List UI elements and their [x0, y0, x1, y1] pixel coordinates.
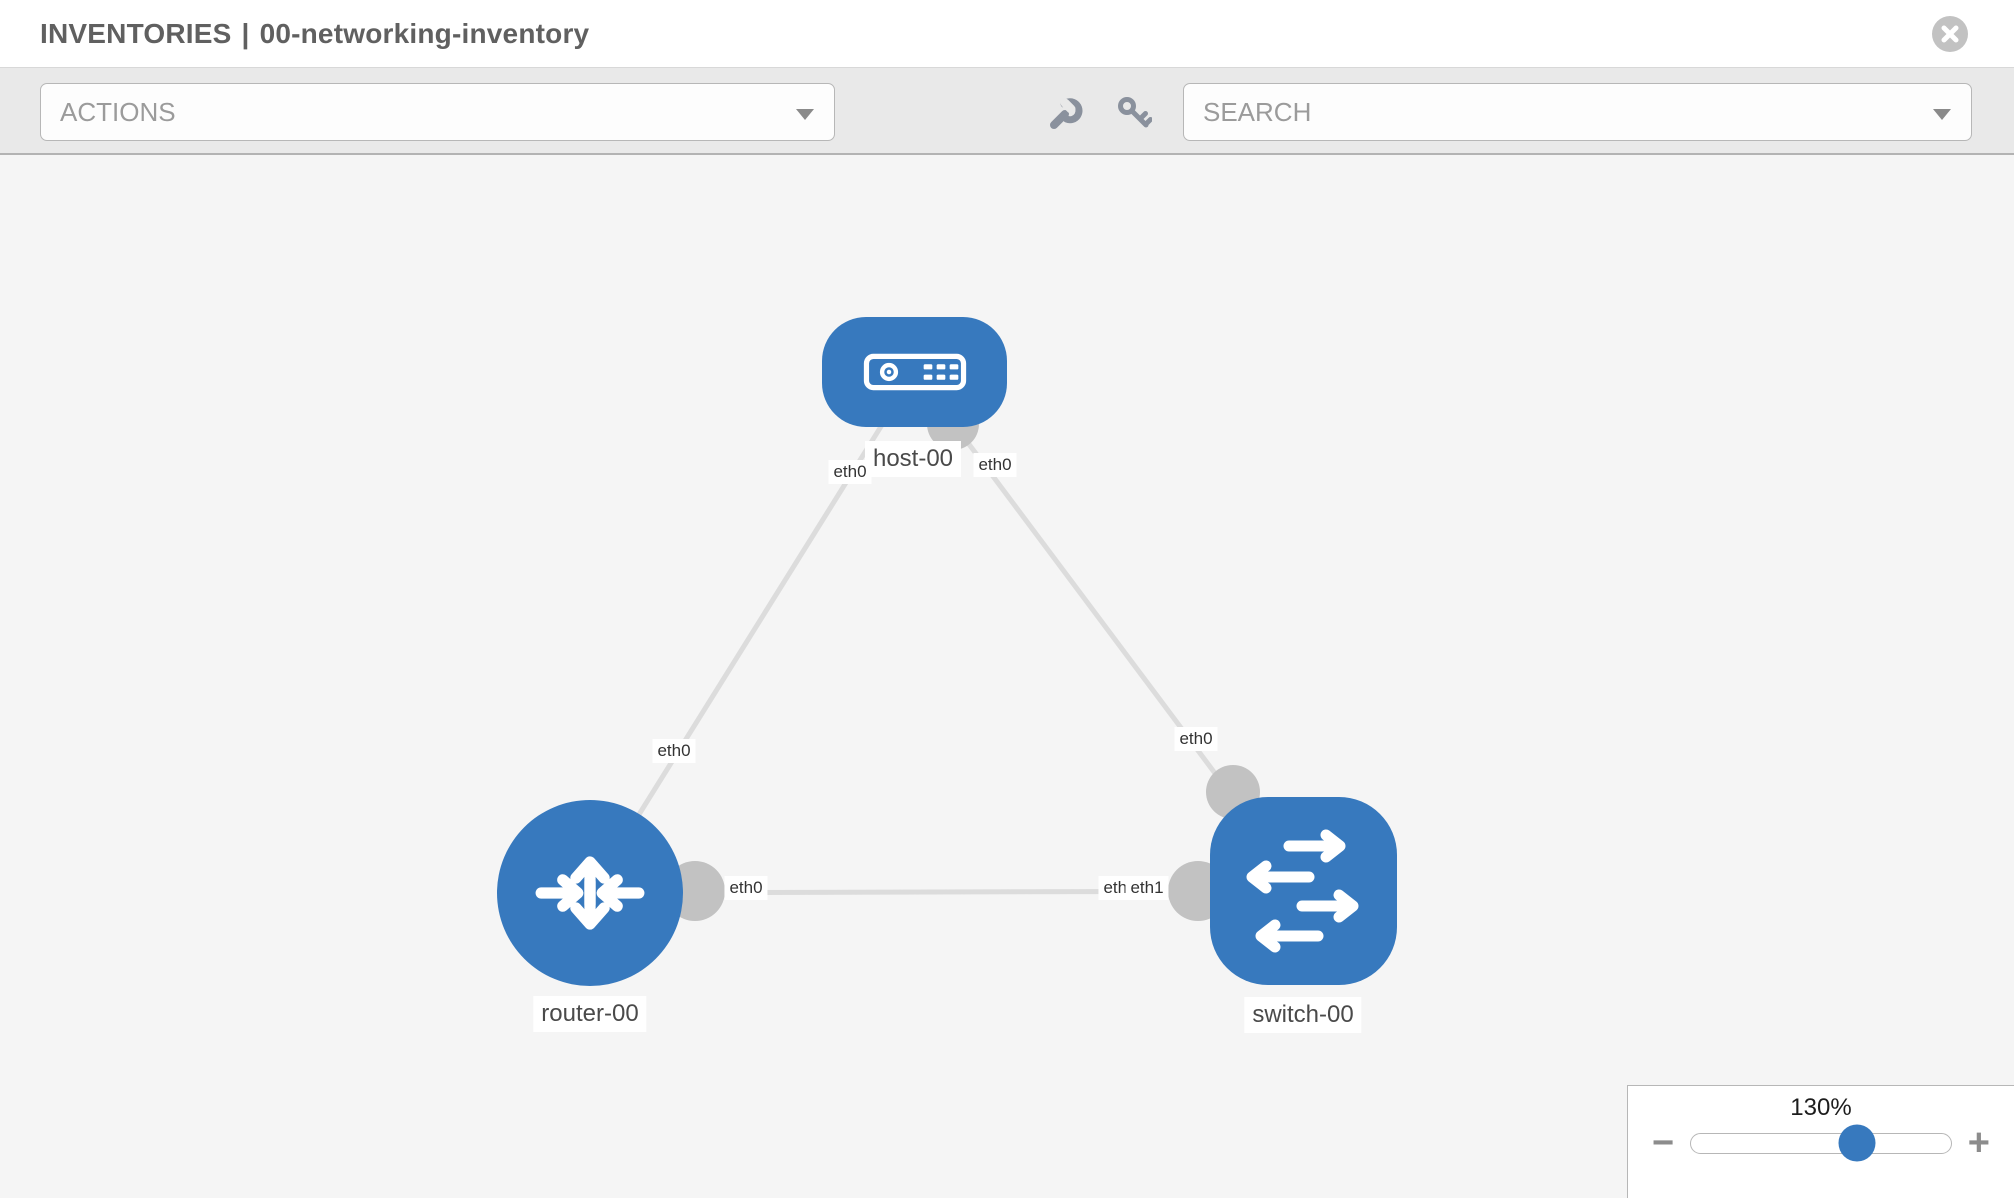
close-button[interactable]: [1932, 16, 1968, 52]
zoom-control-panel: 130% − +: [1627, 1085, 2014, 1198]
interface-label: eth0: [1174, 727, 1218, 751]
router-icon: [535, 856, 645, 930]
page-header: INVENTORIES | 00-networking-inventory: [0, 0, 2014, 68]
chevron-down-icon: [1933, 109, 1951, 120]
toolbar: ACTIONS SEARCH: [0, 68, 2014, 155]
chevron-down-icon: [796, 109, 814, 120]
actions-dropdown-label: ACTIONS: [60, 97, 176, 127]
zoom-slider-track[interactable]: [1690, 1124, 1952, 1162]
node-host-00[interactable]: [822, 317, 1007, 427]
interface-label: eth0: [724, 876, 768, 900]
interface-label: eth0: [828, 460, 872, 484]
topology-links-layer: [587, 370, 1306, 921]
breadcrumb-section: INVENTORIES: [40, 17, 232, 49]
link-host-router: [587, 370, 918, 895]
search-dropdown-label: SEARCH: [1203, 97, 1312, 127]
key-icon[interactable]: [1116, 95, 1152, 131]
node-router-00[interactable]: [497, 800, 683, 986]
zoom-in-button[interactable]: +: [1967, 1122, 1990, 1164]
zoom-slider-thumb[interactable]: [1838, 1124, 1876, 1162]
host-icon: [863, 353, 966, 391]
zoom-out-button[interactable]: −: [1652, 1122, 1675, 1164]
node-label-switch: switch-00: [1244, 997, 1362, 1033]
wrench-icon[interactable]: [1048, 95, 1084, 131]
inventory-name: 00-networking-inventory: [259, 17, 590, 49]
page-title: INVENTORIES | 00-networking-inventory: [40, 18, 589, 50]
search-dropdown[interactable]: SEARCH: [1183, 83, 1972, 141]
node-label-router: router-00: [533, 996, 647, 1032]
zoom-level-readout: 130%: [1790, 1094, 1852, 1121]
interface-label: eth1: [1125, 876, 1169, 900]
topology-canvas[interactable]: host-00 router-00 switch-00 eth0 eth0 et…: [0, 155, 2014, 1198]
close-icon: [1941, 25, 1959, 43]
breadcrumb-separator: |: [241, 17, 250, 49]
switch-icon: [1246, 829, 1358, 953]
node-label-host: host-00: [864, 441, 962, 477]
actions-dropdown[interactable]: ACTIONS: [40, 83, 835, 141]
interface-label: eth0: [652, 739, 696, 763]
node-switch-00[interactable]: [1210, 797, 1397, 985]
interface-label: eth0: [973, 453, 1017, 477]
